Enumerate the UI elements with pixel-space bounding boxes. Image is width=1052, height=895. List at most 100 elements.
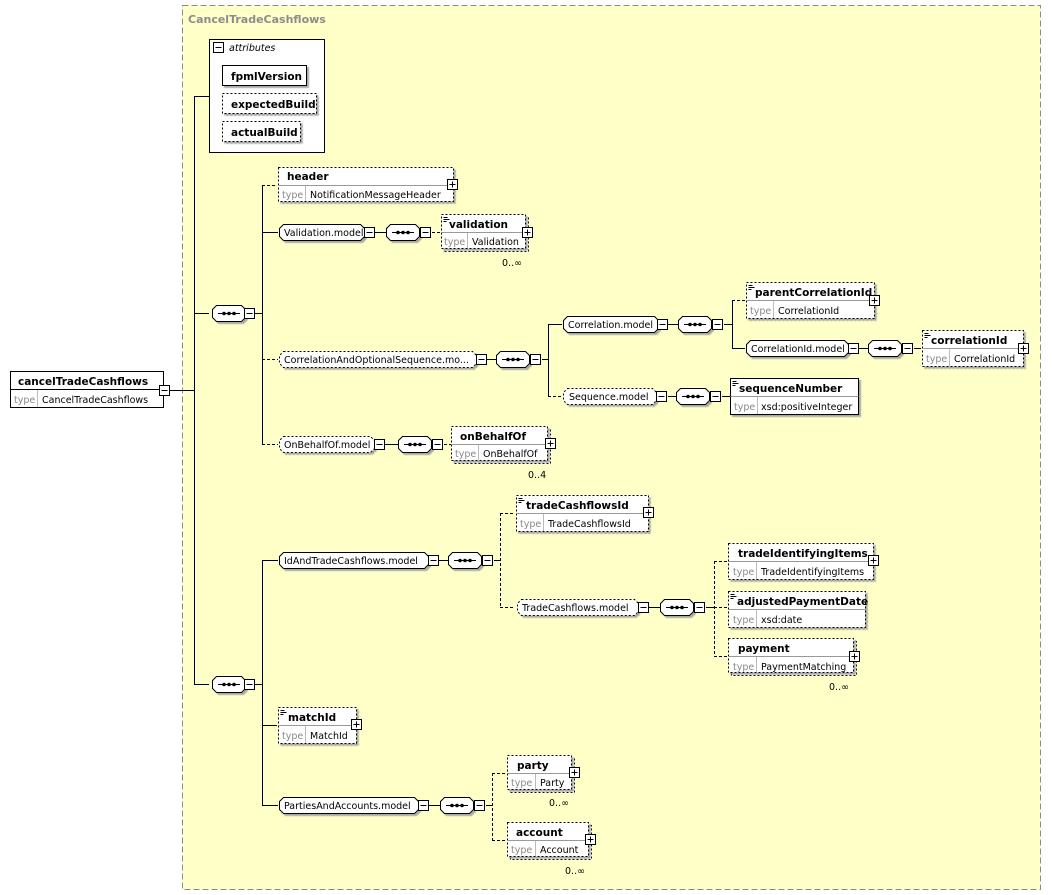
svg-text:NotificationMessageHeader: NotificationMessageHeader — [310, 190, 441, 201]
parentcorrelationid-expand-button[interactable] — [869, 295, 880, 306]
correlation-model-seq-collapse-button[interactable] — [712, 319, 723, 330]
documentation-icon — [748, 285, 755, 290]
sequence-compositor-sequence-model[interactable] — [676, 388, 710, 405]
group-correlationid-model[interactable]: CorrelationId.model — [746, 340, 849, 357]
svg-text:OnBehalfOf: OnBehalfOf — [483, 449, 538, 460]
element-tradeidentifyingitems[interactable]: tradeIdentifyingItems type TradeIdentify… — [728, 543, 874, 580]
sequence-compositor-tradecashflows[interactable] — [660, 599, 694, 616]
svg-text:Validation.model: Validation.model — [284, 228, 364, 239]
correlationid-model-collapse-button[interactable] — [848, 343, 859, 354]
sequence-compositor-2[interactable] — [212, 676, 246, 693]
correlation-model-collapse-button[interactable] — [657, 319, 668, 330]
svg-text:Correlation.model: Correlation.model — [568, 320, 653, 331]
onbehalfof-seq-collapse-button[interactable] — [432, 439, 443, 450]
element-payment[interactable]: payment type PaymentMatching — [728, 638, 857, 676]
svg-text:party: party — [517, 760, 549, 772]
group-tradecashflows-model[interactable]: TradeCashflows.model — [517, 599, 639, 616]
correlationid-seq-collapse-button[interactable] — [902, 343, 913, 354]
sequence-compositor-onbehalfof[interactable] — [398, 436, 432, 453]
svg-text:onBehalfOf: onBehalfOf — [460, 431, 526, 443]
group-partiesandaccounts-model[interactable]: PartiesAndAccounts.model — [279, 797, 419, 814]
parties-seq-collapse-button[interactable] — [474, 800, 485, 811]
tradecashflows-model-collapse-button[interactable] — [638, 602, 649, 613]
svg-text:fpmlVersion: fpmlVersion — [231, 71, 302, 83]
payment-expand-button[interactable] — [849, 651, 860, 662]
group-sequence-model[interactable]: Sequence.model — [563, 388, 657, 405]
element-adjustedpaymentdate[interactable]: adjustedPaymentDate type xsd:date — [728, 591, 869, 628]
correlationid-expand-button[interactable] — [1018, 343, 1029, 354]
sequence-compositor-correlation[interactable] — [496, 351, 530, 368]
sequence-model-seq-collapse-button[interactable] — [710, 391, 721, 402]
correlation-seq-collapse-button[interactable] — [476, 354, 487, 365]
validation-seq-collapse-button[interactable] — [420, 227, 431, 238]
cardinality-onbehalfof: 0..4 — [528, 470, 546, 481]
svg-text:OnBehalfOf.model: OnBehalfOf.model — [284, 440, 370, 451]
element-validation[interactable]: validation type Validation — [441, 214, 529, 252]
cardinality-party: 0..∞ — [549, 798, 569, 809]
svg-text:PaymentMatching: PaymentMatching — [761, 662, 846, 673]
svg-text:account: account — [516, 827, 563, 839]
onbehalfof-model-collapse-button[interactable] — [374, 439, 385, 450]
sequence-model-collapse-button[interactable] — [656, 391, 667, 402]
element-parentcorrelationid[interactable]: parentCorrelationId type CorrelationId — [746, 282, 875, 319]
sequence-1-collapse-button[interactable] — [244, 308, 255, 319]
documentation-icon — [924, 333, 931, 338]
group-correlation-model[interactable]: Correlation.model — [563, 316, 659, 333]
element-sequencenumber[interactable]: sequenceNumber type xsd:positiveInteger — [730, 378, 859, 415]
root-collapse-button[interactable] — [159, 385, 170, 396]
parties-model-collapse-button[interactable] — [418, 800, 429, 811]
cardinality-account: 0..∞ — [565, 866, 585, 877]
svg-text:IdAndTradeCashflows.model: IdAndTradeCashflows.model — [284, 556, 418, 567]
onbehalfof-expand-button[interactable] — [545, 438, 556, 449]
tradeidentifyingitems-expand-button[interactable] — [868, 555, 879, 566]
element-correlationid[interactable]: correlationId type CorrelationId — [922, 330, 1024, 367]
svg-text:type: type — [282, 190, 303, 201]
element-tradecashflowsid[interactable]: tradeCashflowsId type TradeCashflowsId — [516, 495, 649, 532]
svg-text:MatchId: MatchId — [310, 731, 348, 742]
sequence-compositor-1[interactable] — [212, 305, 246, 322]
svg-text:type: type — [455, 449, 476, 460]
svg-text:type: type — [733, 615, 754, 626]
account-expand-button[interactable] — [585, 834, 596, 845]
svg-text:type: type — [733, 662, 754, 673]
validation-expand-button[interactable] — [522, 227, 533, 238]
connector-lines — [170, 96, 921, 841]
group-correlation-and-optional-sequence[interactable]: CorrelationAndOptionalSequence.mo... — [279, 351, 477, 368]
group-idandtradecashflows-model[interactable]: IdAndTradeCashflows.model — [279, 552, 429, 569]
element-party[interactable]: party type Party — [507, 755, 575, 793]
attributes-toggle-button[interactable] — [213, 42, 224, 53]
attribute-fpmlversion[interactable]: fpmlVersion — [222, 65, 307, 86]
idandtrade-model-collapse-button[interactable] — [428, 555, 439, 566]
group-validation-model[interactable]: Validation.model — [279, 224, 365, 241]
element-onbehalfof[interactable]: onBehalfOf type OnBehalfOf — [451, 426, 551, 464]
sequence-compositor-validation[interactable] — [386, 224, 420, 241]
svg-text:type: type — [520, 519, 541, 530]
svg-text:matchId: matchId — [288, 712, 336, 724]
validation-model-collapse-button[interactable] — [364, 227, 375, 238]
attribute-expectedbuild[interactable]: expectedBuild — [222, 93, 317, 114]
party-expand-button[interactable] — [569, 767, 580, 778]
tradecashflowsid-expand-button[interactable] — [643, 507, 654, 518]
root-element-canceltradecashflows[interactable]: cancelTradeCashflows type CancelTradeCas… — [10, 371, 164, 408]
svg-text:Validation: Validation — [472, 237, 519, 248]
attribute-actualbuild[interactable]: actualBuild — [222, 121, 301, 142]
group-onbehalfof-model[interactable]: OnBehalfOf.model — [279, 436, 375, 453]
svg-text:CorrelationAndOptionalSequence: CorrelationAndOptionalSequence.mo... — [284, 355, 469, 366]
svg-text:TradeCashflows.model: TradeCashflows.model — [521, 603, 629, 614]
sequence-compositor-idandtrade[interactable] — [448, 552, 482, 569]
element-matchid[interactable]: matchId type MatchId — [278, 707, 357, 744]
sequence-compositor-correlation-model[interactable] — [678, 316, 712, 333]
cardinality-validation: 0..∞ — [502, 258, 522, 269]
header-expand-button[interactable] — [447, 179, 458, 190]
correlation-seq-inner-collapse-button[interactable] — [530, 354, 541, 365]
element-header[interactable]: header type NotificationMessageHeader — [278, 167, 454, 202]
sequence-compositor-parties[interactable] — [440, 797, 474, 814]
tradecashflows-seq-collapse-button[interactable] — [694, 602, 705, 613]
sequence-2-collapse-button[interactable] — [244, 679, 255, 690]
idandtrade-seq-collapse-button[interactable] — [482, 555, 493, 566]
matchid-expand-button[interactable] — [351, 719, 362, 730]
svg-text:tradeIdentifyingItems: tradeIdentifyingItems — [738, 548, 868, 560]
sequence-compositor-correlationid-model[interactable] — [868, 340, 902, 357]
element-account[interactable]: account type Account — [507, 822, 592, 860]
